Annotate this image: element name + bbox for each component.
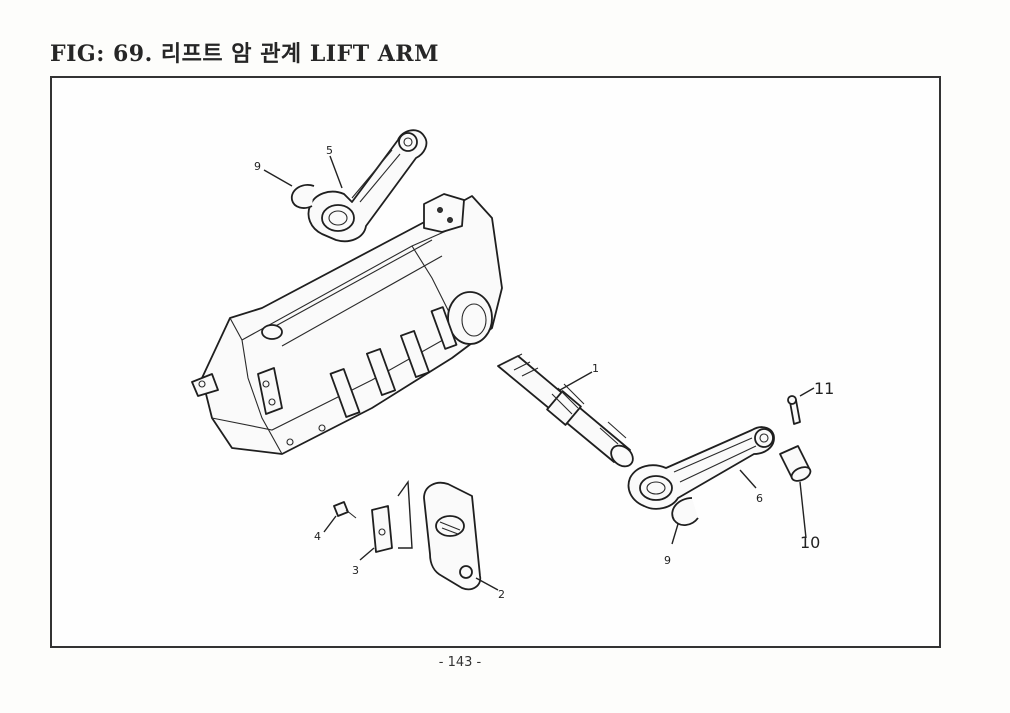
page-number: - 143 -: [438, 655, 482, 670]
leader-lines: [263, 155, 815, 591]
callout-11: 11: [814, 379, 834, 398]
lift-arm-upper: [307, 129, 428, 243]
diagram-frame: 5 9 1 6 9 10 11 2 3 4: [50, 76, 941, 648]
callout-2: 2: [498, 588, 505, 601]
lift-shaft: [497, 353, 634, 468]
callout-9-upper: 9: [254, 160, 261, 173]
snap-ring-lower: [671, 497, 699, 526]
cotter-pin: [787, 395, 801, 425]
callout-1: 1: [592, 362, 599, 375]
callout-6: 6: [756, 492, 763, 505]
bolt: [333, 501, 357, 519]
callout-9-lower: 9: [664, 554, 671, 567]
lift-housing: [191, 193, 503, 455]
callout-5: 5: [326, 144, 333, 157]
pin: [779, 445, 812, 482]
page-title: FIG: 69. 리프트 암 관계 LIFT ARM: [50, 41, 439, 67]
link-arm: [423, 481, 482, 591]
lift-arm-lower: [627, 426, 775, 510]
exploded-parts-diagram: 5 9 1 6 9 10 11 2 3 4: [191, 129, 834, 601]
lock-plate: [371, 479, 413, 553]
callout-4: 4: [314, 530, 321, 543]
snap-ring-upper: [290, 184, 315, 209]
callout-3: 3: [352, 564, 359, 577]
callout-10: 10: [800, 533, 820, 552]
